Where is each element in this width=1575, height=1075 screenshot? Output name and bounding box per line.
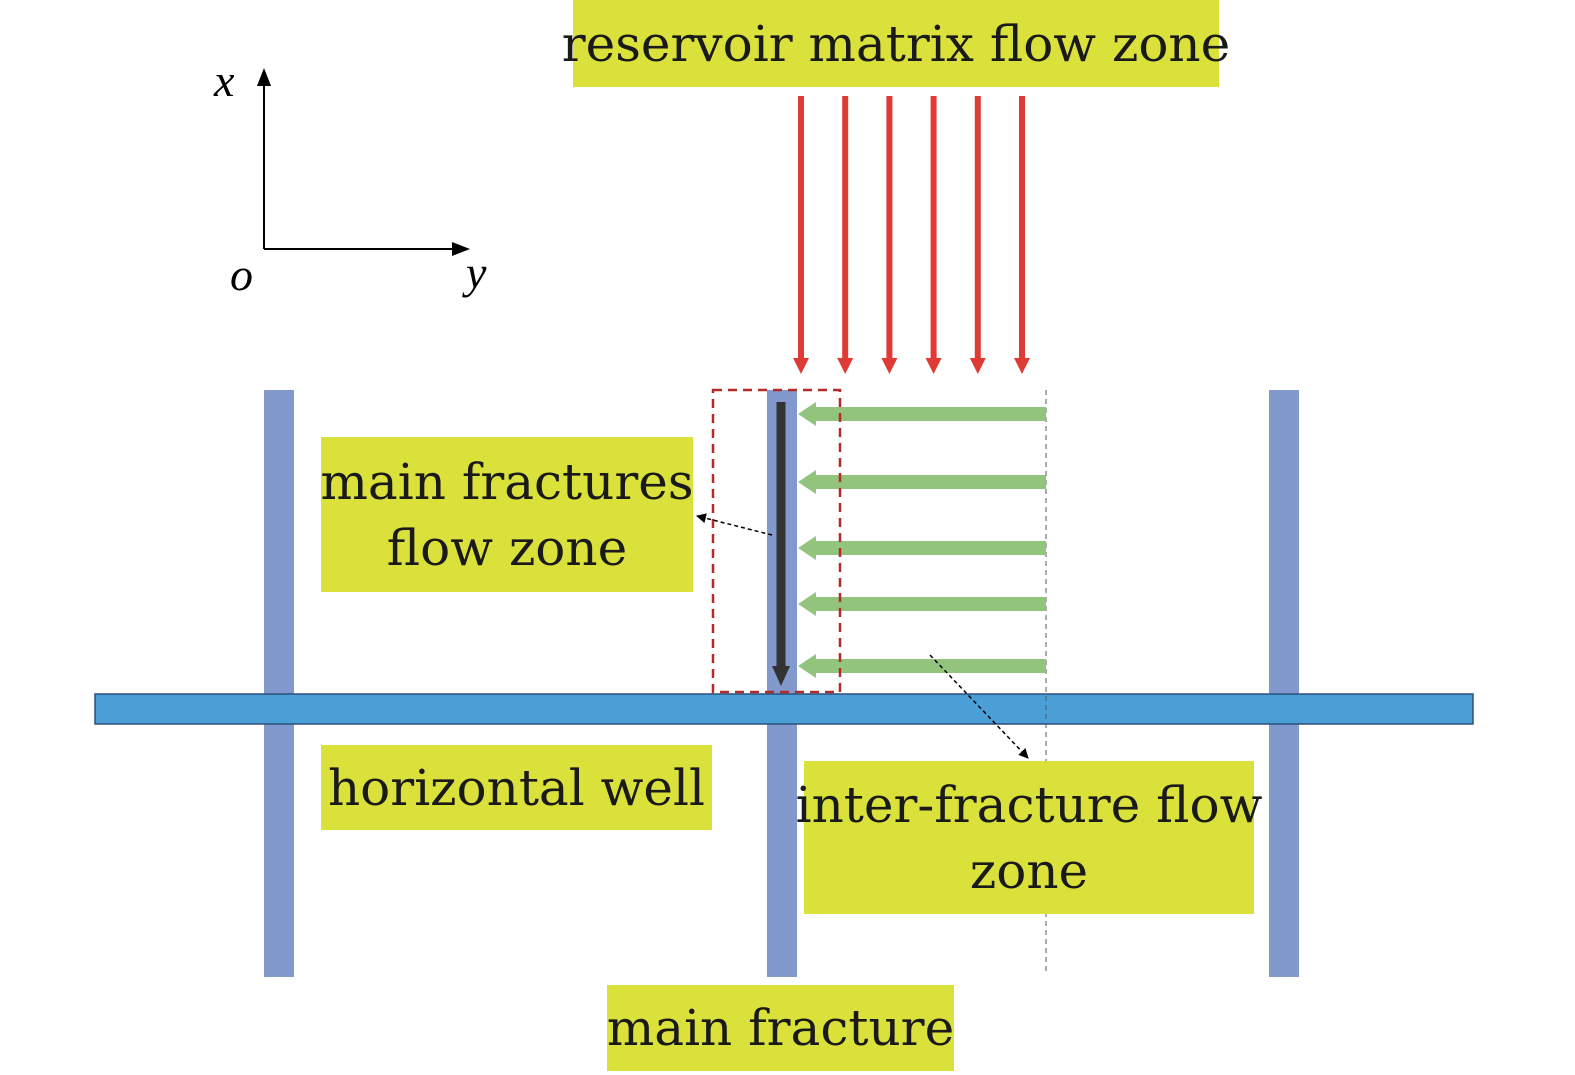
matrix-flow-arrow	[837, 96, 854, 374]
leader-main-fractures-zone	[696, 513, 773, 536]
inter-fracture-flow-arrow	[798, 592, 1046, 616]
matrix-flow-arrows	[793, 96, 1030, 374]
fracture-flow-arrow	[772, 402, 790, 686]
y-axis-arrowhead	[452, 242, 470, 256]
main-fractures-flow-zone-label: main fractures flow zone	[320, 437, 694, 592]
horizontal-well-label: horizontal well	[321, 745, 712, 830]
inter-fracture-flow-arrow	[798, 536, 1046, 560]
matrix-flow-arrow	[793, 96, 809, 374]
fracture-left	[264, 390, 294, 977]
origin-label: o	[230, 249, 253, 300]
axes	[257, 68, 470, 256]
matrix-flow-arrow	[969, 96, 986, 374]
main-fracture-label: main fracture	[607, 985, 954, 1071]
inter-fracture-flow-arrow	[798, 402, 1046, 426]
main-fractures-line-1: main fractures	[320, 452, 694, 511]
horizontal-well-text: horizontal well	[327, 758, 705, 817]
matrix-flow-arrow	[925, 96, 942, 374]
x-axis-arrowhead	[257, 68, 271, 86]
fractures	[264, 390, 1299, 977]
main-fractures-line-2: flow zone	[386, 518, 628, 577]
matrix-flow-arrow	[881, 96, 898, 374]
reservoir-matrix-flow-zone-label: reservoir matrix flow zone	[562, 0, 1230, 87]
leader-inter-fracture-zone	[929, 654, 1029, 759]
inter-fracture-flow-arrows	[798, 402, 1046, 678]
matrix-flow-arrow	[1014, 96, 1030, 374]
inter-fracture-line-1: inter-fracture flow	[795, 775, 1263, 834]
inter-fracture-flow-arrow	[798, 470, 1046, 494]
inter-fracture-flow-arrow	[798, 654, 1046, 678]
main-fracture-text: main fracture	[606, 999, 955, 1057]
reservoir-matrix-text: reservoir matrix flow zone	[561, 14, 1231, 73]
x-axis-label: x	[214, 55, 235, 106]
inter-fracture-flow-zone-label: inter-fracture flow zone	[796, 761, 1262, 914]
main-fracture-flow-zone-box	[711, 388, 842, 694]
inter-fracture-line-2: zone	[969, 841, 1089, 900]
horizontal-well-pipe	[94, 693, 1474, 725]
y-axis-label: y	[466, 247, 487, 298]
fracture-right	[1269, 390, 1299, 977]
